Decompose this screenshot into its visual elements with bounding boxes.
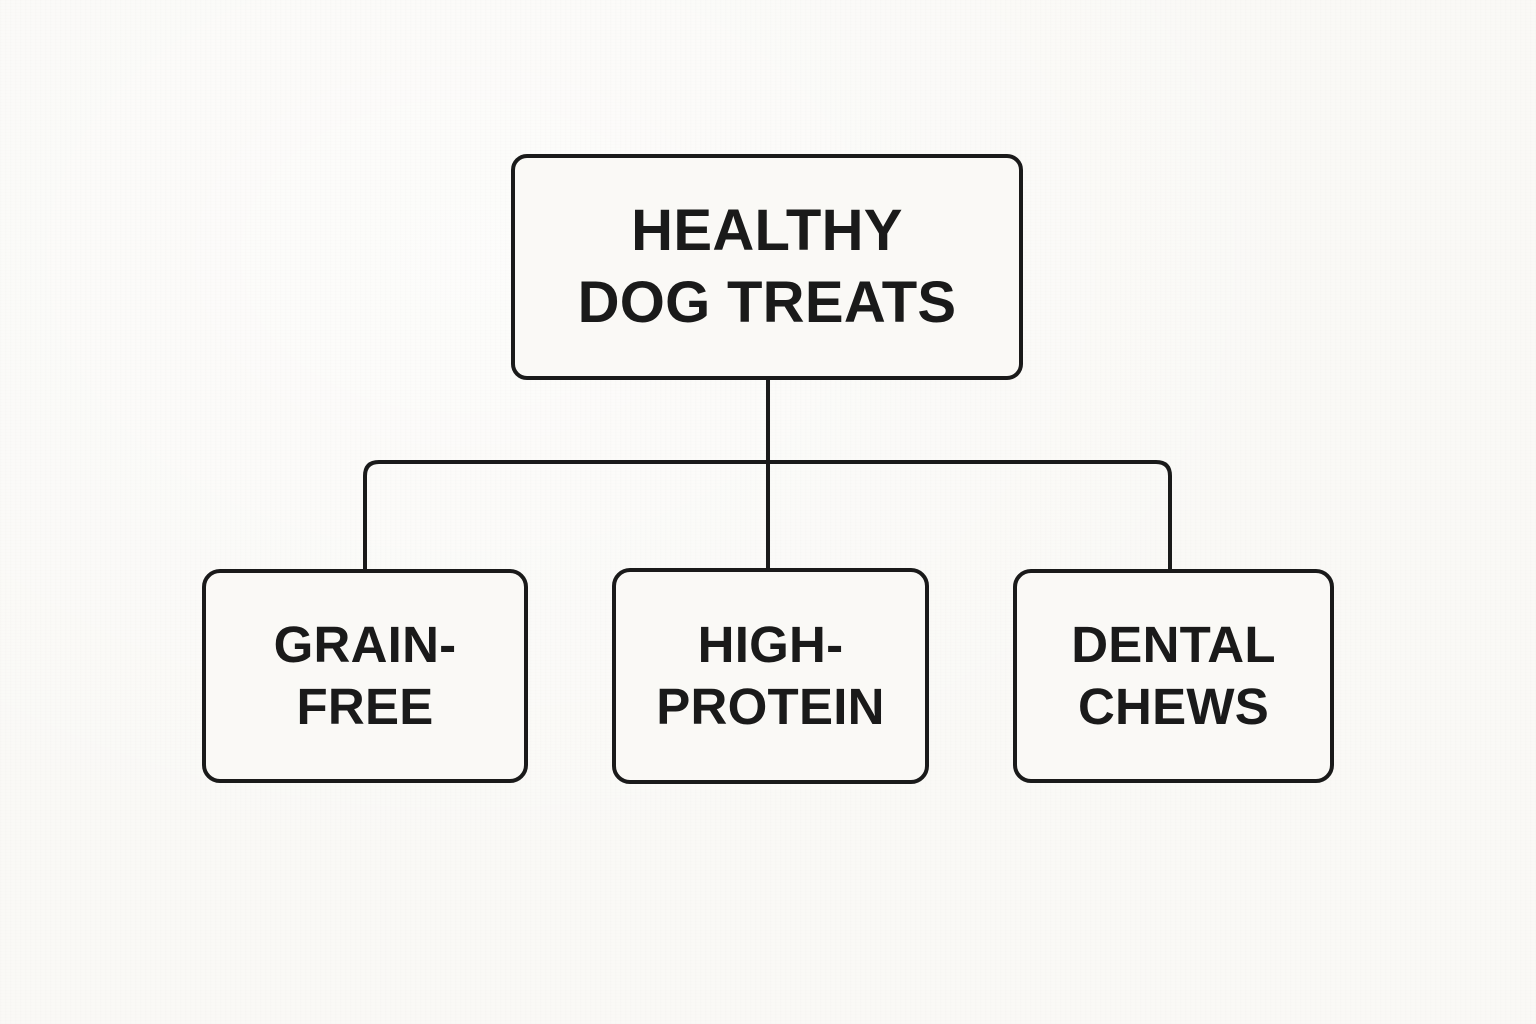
node-high-protein-label: HIGH- PROTEIN: [656, 615, 885, 735]
node-grain-free[interactable]: GRAIN- FREE: [202, 569, 528, 783]
node-dental-chews-label: DENTAL CHEWS: [1071, 615, 1276, 735]
connector-branch-right: [768, 460, 1172, 569]
node-dental-chews[interactable]: DENTAL CHEWS: [1013, 569, 1334, 783]
node-root-label: HEALTHY DOG TREATS: [577, 198, 957, 335]
node-high-protein[interactable]: HIGH- PROTEIN: [612, 568, 929, 784]
node-healthy-dog-treats[interactable]: HEALTHY DOG TREATS: [511, 154, 1023, 380]
connector-branch-left: [363, 460, 768, 569]
node-grain-free-label: GRAIN- FREE: [273, 615, 457, 735]
